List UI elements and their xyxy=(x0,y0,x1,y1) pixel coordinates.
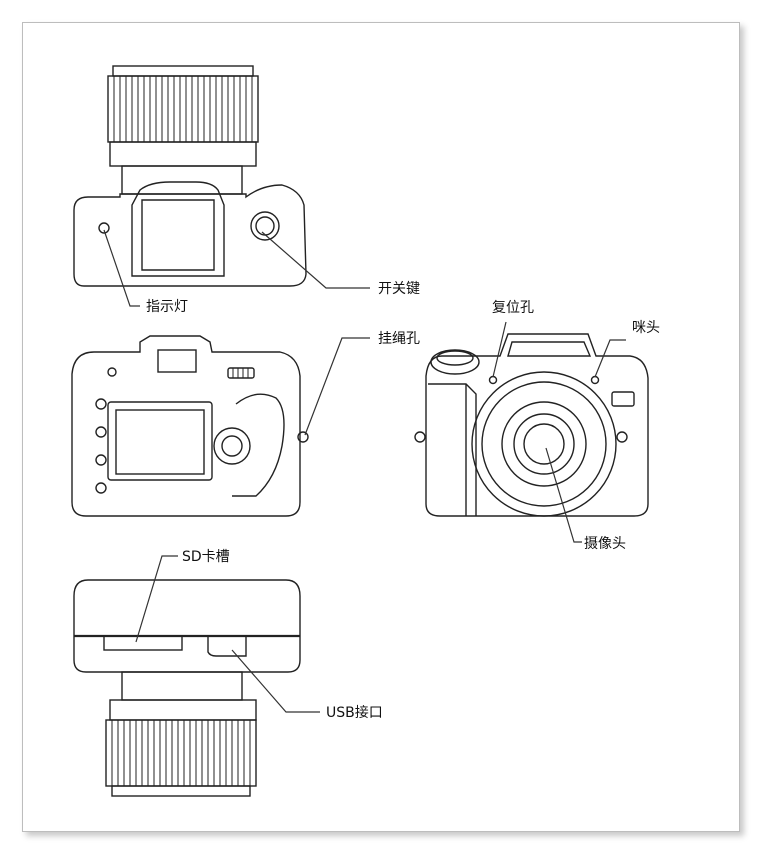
back-button-1 xyxy=(95,398,107,410)
callout-usb xyxy=(231,649,320,713)
microphone-icon xyxy=(590,375,600,385)
bottom-body xyxy=(73,579,301,673)
front-lens-ring-3 xyxy=(501,401,587,487)
back-screen-outer xyxy=(107,401,213,481)
usb-port-icon xyxy=(207,636,247,657)
label-camera-lens: 摄像头 xyxy=(584,536,626,552)
back-button-2 xyxy=(95,426,107,438)
front-strap-right xyxy=(616,431,628,443)
top-viewfinder xyxy=(131,181,225,277)
top-view xyxy=(73,65,307,287)
top-lens-base xyxy=(109,141,257,167)
front-shutter-top xyxy=(436,350,474,366)
callout-power xyxy=(261,231,370,289)
bottom-lens-grip xyxy=(105,719,257,787)
front-window xyxy=(611,391,635,407)
front-grip-edge xyxy=(428,383,477,516)
callout-reset xyxy=(492,321,507,378)
label-strap-hole: 挂绳孔 xyxy=(378,331,420,347)
callouts xyxy=(103,229,626,713)
front-body xyxy=(425,333,649,517)
back-button-3 xyxy=(95,454,107,466)
back-screen xyxy=(115,409,205,475)
back-grip xyxy=(232,393,285,497)
callout-indicator xyxy=(103,229,140,307)
top-body xyxy=(73,184,307,287)
back-small-dot xyxy=(107,367,117,377)
bottom-lens-cap xyxy=(111,785,251,797)
back-dial-inner xyxy=(221,435,243,457)
indicator-light-icon xyxy=(98,222,110,234)
power-button-inner xyxy=(255,216,275,236)
callout-sd xyxy=(135,555,178,643)
strap-hole-icon xyxy=(297,431,309,443)
label-usb-port: USB接口 xyxy=(326,705,383,721)
front-lens-ring-2 xyxy=(481,381,607,507)
diagram-frame xyxy=(22,22,740,832)
label-power-key: 开关键 xyxy=(378,281,420,297)
callout-strap xyxy=(304,337,370,436)
label-sd-slot: SD卡槽 xyxy=(182,549,230,565)
power-button xyxy=(250,211,280,241)
back-dial xyxy=(213,427,251,465)
bottom-lens-mount xyxy=(121,671,243,701)
top-lens-cap xyxy=(112,65,254,77)
top-viewfinder-inner xyxy=(141,199,215,271)
front-strap-left xyxy=(414,431,426,443)
label-microphone: 咪头 xyxy=(632,320,660,336)
bottom-view xyxy=(73,579,301,797)
front-view xyxy=(414,333,649,517)
label-reset-hole: 复位孔 xyxy=(492,300,534,316)
bottom-lens-base xyxy=(109,699,257,721)
front-lens-ring-4 xyxy=(513,413,575,475)
top-lens-grip xyxy=(107,75,259,143)
callout-mic xyxy=(594,339,626,378)
sd-slot-icon xyxy=(103,635,183,651)
back-viewfinder xyxy=(157,349,197,373)
back-body xyxy=(71,335,301,517)
reset-hole-icon xyxy=(488,375,498,385)
camera-lens-icon xyxy=(523,423,565,465)
label-indicator-light: 指示灯 xyxy=(146,299,188,315)
back-view xyxy=(71,335,309,517)
back-vent xyxy=(227,367,255,379)
front-top-hump xyxy=(507,341,592,357)
front-lens-ring-outer xyxy=(471,371,617,517)
back-button-4 xyxy=(95,482,107,494)
front-shutter xyxy=(430,349,480,375)
callout-lens xyxy=(545,447,582,543)
